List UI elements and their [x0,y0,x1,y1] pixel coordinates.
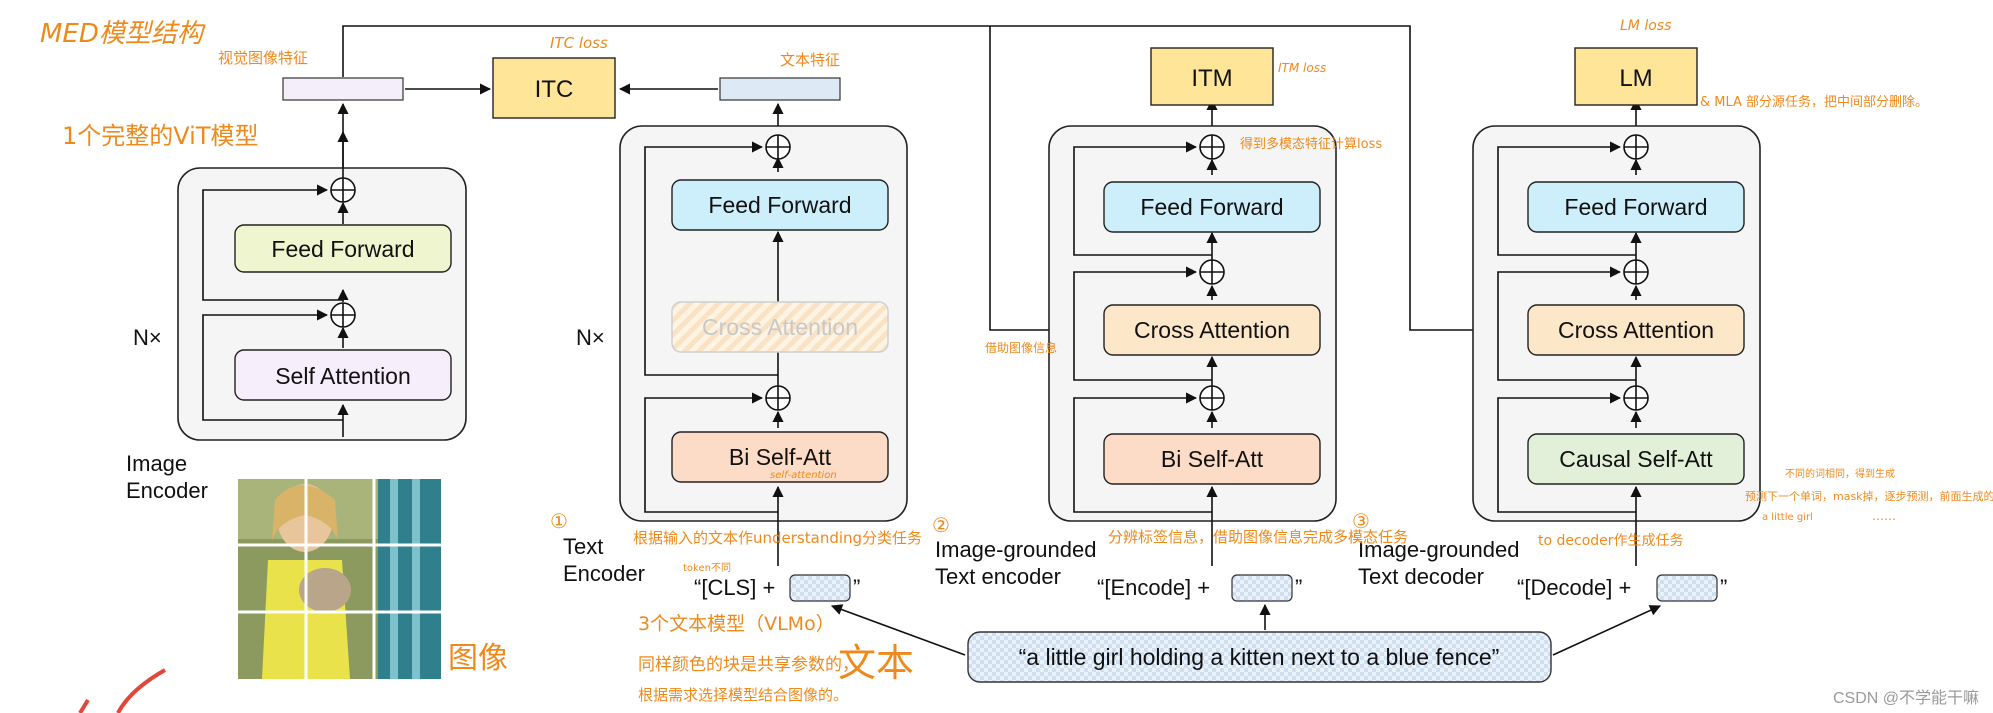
annotation-text-feature: 文本特征 [780,51,840,69]
caption-input: “a little girl holding a kitten next to … [830,603,1662,683]
image-feed-forward-label: Feed Forward [271,236,414,262]
text-feature-bar [719,77,841,101]
text-encoder-caption-line1: Text [563,534,603,559]
grounded-encoder-bi-self-att-label: Bi Self-Att [1161,446,1264,472]
caption-text-box [967,631,1552,683]
annotation-shared-params2: 根据需求选择模型结合图像的。 [638,686,848,704]
annotation-three-models: 3个文本模型（VLMo） [638,613,835,635]
text-bi-self-att-label: Bi Self-Att [729,444,832,470]
grounded-decoder-feed-forward-label: Feed Forward [1564,194,1707,220]
image-nx-label: N× [133,325,162,350]
grounded-decoder-causal-self-att-block [1527,433,1745,485]
grounded-decoder-causal-self-att-label: Causal Self-Att [1559,446,1713,472]
cls-token-box [789,574,851,602]
grounded-decoder-caption-line1: Image-grounded [1358,537,1519,562]
encode-token-box [1231,574,1293,602]
annotation-enc-note: 分辨标签信息，借助图像信息完成多模态任务 [1108,528,1408,546]
image-encoder-caption-line2: Encoder [126,478,208,503]
decode-token-box [1656,574,1718,602]
annotation-visual-feature: 视觉图像特征 [218,49,308,67]
annotation-num1: ① [550,509,568,533]
handwritten-annotations: MED模型结构 视觉图像特征 ITC loss 文本特征 1个完整的ViT模型 … [40,18,1993,713]
annotation-image-label: 图像 [448,641,508,676]
itm-label: ITM [1191,65,1232,92]
annotation-self-attention: self-attention [770,470,837,481]
text-bi-self-att-block [671,431,889,483]
image-encoder: Feed Forward Self Attention N× Image Enc… [126,130,467,503]
text-cross-attention-block [671,301,889,353]
grounded-encoder-caption-line1: Image-grounded [935,537,1096,562]
grounded-encoder-feed-forward-block [1103,181,1321,233]
annotation-num3: ③ [1352,509,1370,533]
annotation-lm-loss: LM loss [1620,18,1671,34]
text-nx-label: N× [576,325,605,350]
image-encoder-caption-line1: Image [126,451,187,476]
image-self-attention-block [234,349,452,401]
annotation-num2: ② [932,513,950,537]
text-feed-forward-block [671,179,889,231]
annotation-grounded-note: 借助图像信息 [985,340,1057,355]
visual-feature-bar [282,77,404,101]
grounded-decoder-cross-attention-block [1527,304,1745,356]
grounded-decoder: LM Feed Forward Cross Attention Causal S… [1358,47,1761,602]
grounded-encoder-feed-forward-label: Feed Forward [1140,194,1283,220]
annotation-lm-note: & MLA 部分源任务，把中间部分删除。 [1700,94,1928,110]
grounded-decoder-cross-attention-label: Cross Attention [1558,317,1714,343]
watermark: CSDN @不学能干嘛 [1833,689,1979,707]
annotation-causal-note4: …… [1872,509,1896,523]
annotation-vit-model: 1个完整的ViT模型 [62,122,259,150]
text-feed-forward-label: Feed Forward [708,192,851,218]
encode-token-prefix: “[Encode] + [1097,575,1210,600]
annotation-itm-note: 得到多模态特征计算loss [1240,136,1382,152]
annotation-causal-note1: 不同的词相同，得到生成 [1785,467,1895,480]
text-cross-attention-label: Cross Attention [702,314,858,340]
encode-token-suffix: ” [1295,575,1302,600]
image-feed-forward-block [234,224,452,273]
itm-loss-box [1150,47,1274,106]
lm-loss-box [1574,47,1698,106]
text-encoder: Feed Forward Cross Attention Bi Self-Att… [563,125,908,602]
grounded-encoder: ITM Feed Forward Cross Attention Bi Self… [935,47,1337,602]
grounded-encoder-cross-attention-label: Cross Attention [1134,317,1290,343]
annotation-token-note: token不同 [683,562,731,574]
decode-token-suffix: ” [1720,575,1727,600]
annotation-causal-note3: a little girl [1762,512,1813,523]
annotation-shared-params1: 同样颜色的块是共享参数的， [638,655,859,675]
decode-token-prefix: “[Decode] + [1517,575,1631,600]
lm-label: LM [1619,65,1652,92]
grounded-encoder-caption-line2: Text encoder [935,564,1061,589]
itc-label: ITC [535,76,574,103]
itc-loss-box: ITC [492,57,616,119]
grounded-decoder-caption-line2: Text decoder [1358,564,1484,589]
annotation-dec-note: to decoder作生成任务 [1538,533,1684,549]
text-encoder-caption-line2: Encoder [563,561,645,586]
annotation-causal-note2: 预测下一个单词，mask掉，逐步预测，前面生成的文本来生成后面的文本 [1745,489,1993,503]
cls-token-suffix: ” [853,575,860,600]
grounded-encoder-cross-attention-block [1103,304,1321,356]
image-self-attention-label: Self Attention [275,363,411,389]
caption-text: “a little girl holding a kitten next to … [1019,644,1500,670]
annotation-text-label: 文本 [838,641,914,685]
grounded-decoder-feed-forward-block [1527,181,1745,233]
annotation-itc-loss: ITC loss [550,34,608,52]
annotation-med-structure: MED模型结构 [40,19,206,49]
cls-token-prefix: “[CLS] + [694,575,775,600]
annotation-itm-loss: ITM loss [1278,61,1326,75]
annotation-te-note: 根据输入的文本作understanding分类任务 [633,529,922,547]
grounded-encoder-bi-self-att-block [1103,433,1321,485]
image-patches-icon [238,479,441,679]
